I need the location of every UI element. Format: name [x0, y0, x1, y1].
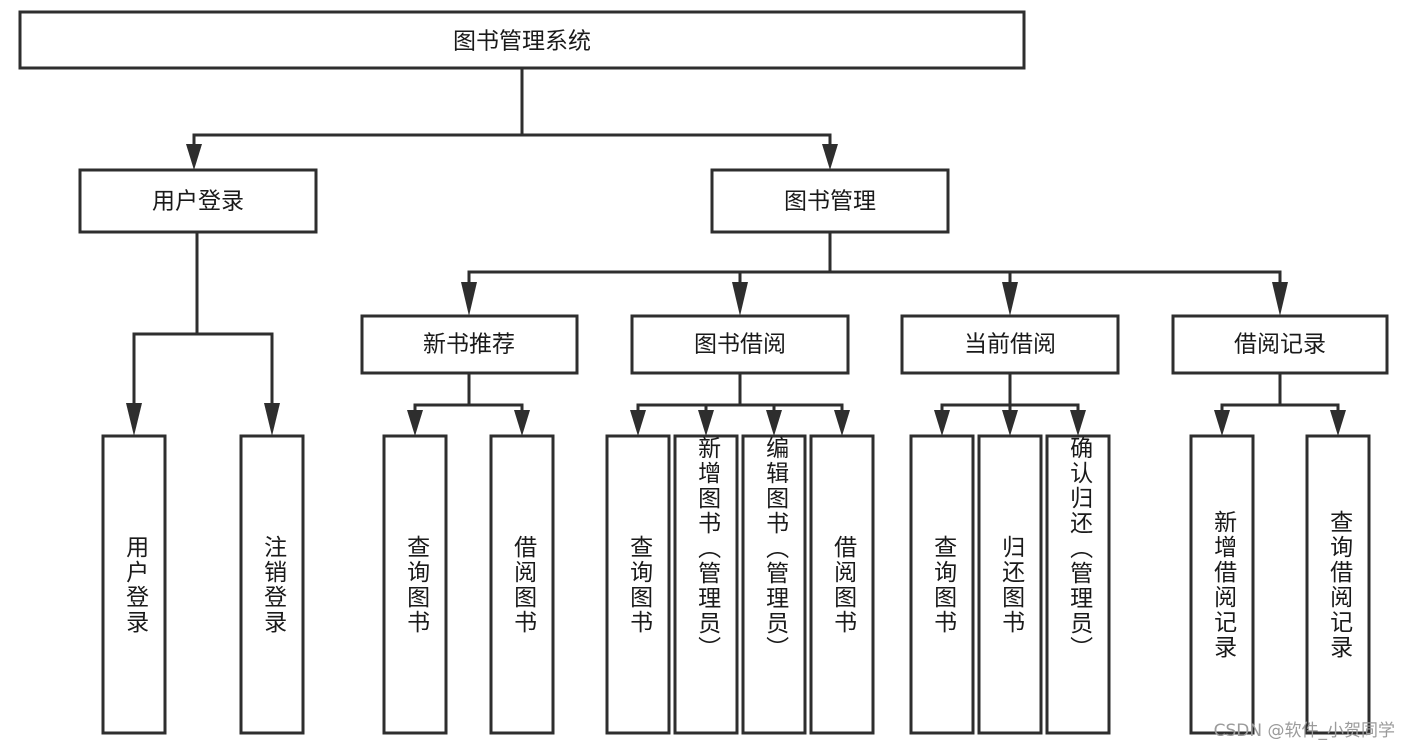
arrowhead-leaf-query-book-2 [630, 410, 646, 436]
node-user-login-label: 用户登录 [152, 189, 244, 215]
node-book-borrow-label: 图书借阅 [694, 332, 786, 358]
arrowhead-leaf-confirm-return [1070, 410, 1086, 436]
arrowhead-leaf-logout-login [264, 403, 280, 436]
node-root-label: 图书管理系统 [453, 29, 591, 55]
node-leaf-add-record[interactable] [1189, 434, 1255, 735]
connector-group-book-manage [461, 230, 1288, 316]
node-leaf-user-login[interactable] [101, 434, 167, 735]
connector-group-book-borrow [630, 371, 850, 436]
arrowhead-leaf-return-book [1002, 410, 1018, 436]
node-leaf-add-book[interactable] [673, 434, 739, 735]
node-leaf-logout-login[interactable] [239, 434, 305, 735]
arrowhead-borrow-record [1272, 282, 1288, 316]
arrowhead-new-book-recommend [461, 282, 477, 316]
arrowhead-leaf-borrow-book-2 [834, 410, 850, 436]
connector-group-user-login [126, 230, 280, 436]
node-leaf-query-book-2[interactable] [605, 434, 671, 735]
node-book-borrow[interactable] [630, 314, 850, 375]
arrowhead-leaf-borrow-book-1 [514, 410, 530, 436]
node-leaf-query-record[interactable] [1305, 434, 1371, 735]
node-leaf-return-book[interactable] [977, 434, 1043, 735]
arrowhead-leaf-edit-book [766, 410, 782, 436]
node-new-book-recommend[interactable] [360, 314, 579, 375]
node-new-book-recommend-label: 新书推荐 [423, 332, 515, 358]
arrowhead-user-login [186, 144, 202, 170]
node-current-borrow[interactable] [900, 314, 1120, 375]
node-leaf-confirm-return[interactable] [1045, 434, 1111, 735]
arrowhead-leaf-query-book-1 [407, 410, 423, 436]
arrowhead-leaf-query-book-3 [934, 410, 950, 436]
node-user-login[interactable] [78, 168, 318, 234]
node-leaf-query-book-1[interactable] [382, 434, 448, 735]
node-root[interactable] [18, 10, 1026, 70]
connector-group-current-borrow [934, 371, 1086, 436]
node-book-manage[interactable] [710, 168, 950, 234]
watermark: CSDN @软件_小贺同学 [1213, 721, 1395, 741]
arrowhead-book-borrow [732, 282, 748, 316]
connector-group-borrow-record [1214, 371, 1346, 436]
node-borrow-record-label: 借阅记录 [1234, 332, 1326, 358]
arrowhead-leaf-add-book [698, 410, 714, 436]
node-leaf-edit-book[interactable] [741, 434, 807, 735]
connector-group-root [186, 66, 838, 170]
node-borrow-record[interactable] [1171, 314, 1389, 375]
arrowhead-book-manage [822, 144, 838, 170]
node-leaf-query-book-3[interactable] [909, 434, 975, 735]
connector-group-new-book-recommend [407, 371, 530, 436]
node-leaf-borrow-book-2[interactable] [809, 434, 875, 735]
arrowhead-leaf-user-login [126, 403, 142, 436]
node-book-manage-label: 图书管理 [784, 189, 876, 215]
node-current-borrow-label: 当前借阅 [964, 332, 1056, 358]
arrowhead-leaf-query-record [1330, 410, 1346, 436]
node-leaf-borrow-book-1[interactable] [489, 434, 555, 735]
arrowhead-current-borrow [1002, 282, 1018, 316]
arrowhead-leaf-add-record [1214, 410, 1230, 436]
